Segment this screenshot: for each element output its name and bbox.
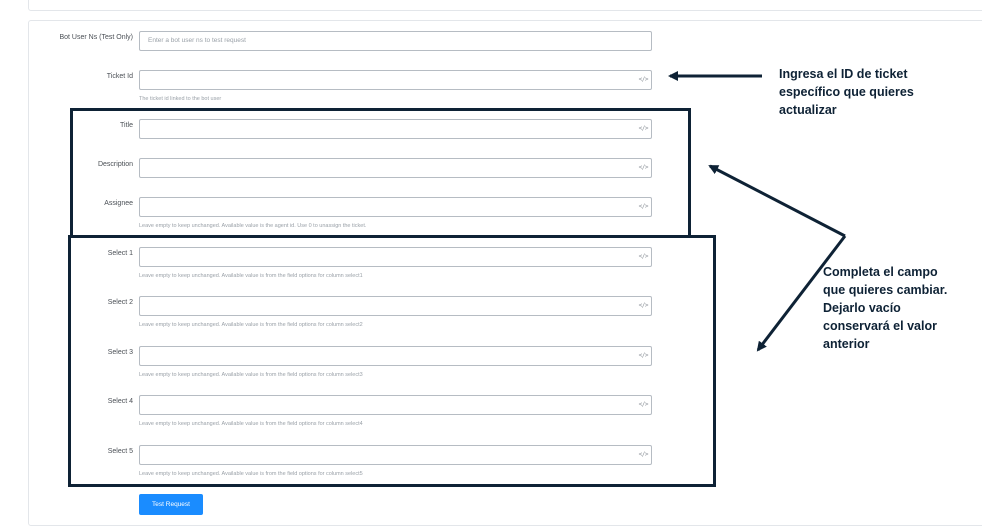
code-icon[interactable]: </> [638, 76, 649, 83]
field-label: Ticket Id [106, 73, 133, 80]
test-request-panel [28, 20, 982, 526]
select-2-help: Leave empty to keep unchanged. Available… [139, 322, 363, 328]
assignee-help: Leave empty to keep unchanged. Available… [139, 223, 367, 229]
annotation-line: específico que quieres [779, 85, 914, 99]
field-select-4: Select 4 </> [0, 395, 982, 419]
field-description: Description </> [0, 158, 982, 182]
select-5-help: Leave empty to keep unchanged. Available… [139, 471, 363, 477]
code-icon[interactable]: </> [638, 451, 649, 458]
select-2-input[interactable]: </> [139, 296, 652, 316]
field-label: Bot User Ns (Test Only) [59, 34, 133, 41]
code-icon[interactable]: </> [638, 302, 649, 309]
field-ticket-id: Ticket Id </> [0, 70, 982, 94]
annotation-line: actualizar [779, 103, 837, 117]
annotation-line: Dejarlo vacío [823, 301, 901, 315]
field-bot-user-ns: Bot User Ns (Test Only) Enter a bot user… [0, 31, 982, 55]
code-icon[interactable]: </> [638, 203, 649, 210]
ticket-id-annotation: Ingresa el ID de ticket específico que q… [779, 65, 914, 119]
ticket-id-input[interactable]: </> [139, 70, 652, 90]
assignee-input[interactable]: </> [139, 197, 652, 217]
field-label: Title [120, 122, 133, 129]
previous-panel [28, 0, 982, 11]
select-1-input[interactable]: </> [139, 247, 652, 267]
field-title: Title </> [0, 119, 982, 143]
code-icon[interactable]: </> [638, 401, 649, 408]
select-3-help: Leave empty to keep unchanged. Available… [139, 372, 363, 378]
annotation-line: anterior [823, 337, 870, 351]
select-3-input[interactable]: </> [139, 346, 652, 366]
field-label: Select 3 [107, 349, 133, 356]
select-1-help: Leave empty to keep unchanged. Available… [139, 273, 363, 279]
field-label: Assignee [104, 200, 133, 207]
annotation-line: conservará el valor [823, 319, 937, 333]
annotation-line: Ingresa el ID de ticket [779, 67, 908, 81]
select-5-input[interactable]: </> [139, 445, 652, 465]
fields-arrow-up [708, 164, 846, 238]
fields-annotation: Completa el campo que quieres cambiar. D… [823, 263, 947, 353]
description-input[interactable]: </> [139, 158, 652, 178]
code-icon[interactable]: </> [638, 352, 649, 359]
code-icon[interactable]: </> [638, 125, 649, 132]
select-4-help: Leave empty to keep unchanged. Available… [139, 421, 363, 427]
field-label: Select 2 [107, 299, 133, 306]
field-select-2: Select 2 </> [0, 296, 982, 320]
input-placeholder: Enter a bot user ns to test request [148, 37, 246, 44]
select-4-input[interactable]: </> [139, 395, 652, 415]
field-label: Select 5 [107, 448, 133, 455]
annotation-line: que quieres cambiar. [823, 283, 948, 297]
test-request-button[interactable]: Test Request [139, 494, 203, 515]
highlight-box-select-fields [68, 235, 716, 487]
field-select-1: Select 1 </> [0, 247, 982, 271]
code-icon[interactable]: </> [638, 253, 649, 260]
title-input[interactable]: </> [139, 119, 652, 139]
field-select-3: Select 3 </> [0, 346, 982, 370]
bot-user-ns-input[interactable]: Enter a bot user ns to test request [139, 31, 652, 51]
fields-arrow-down [756, 235, 847, 352]
field-label: Description [97, 161, 133, 168]
annotation-line: Completa el campo [823, 265, 938, 279]
field-label: Select 4 [107, 398, 133, 405]
field-select-5: Select 5 </> [0, 445, 982, 469]
field-label: Select 1 [107, 250, 133, 257]
code-icon[interactable]: </> [638, 164, 649, 171]
ticket-id-help: The ticket id linked to the bot user [139, 96, 222, 102]
field-assignee: Assignee </> [0, 197, 982, 221]
